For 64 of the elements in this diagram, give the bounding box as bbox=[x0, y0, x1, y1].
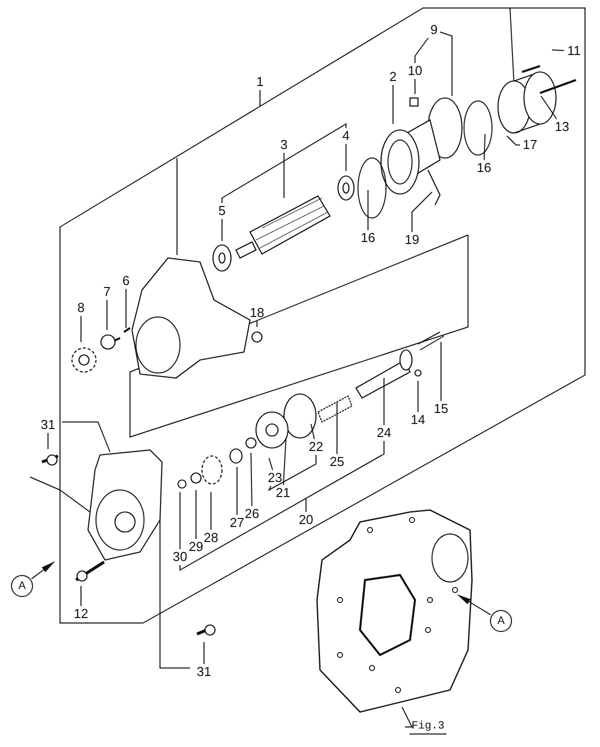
leader-line bbox=[402, 706, 413, 728]
leader-line bbox=[506, 136, 520, 146]
reference-mark: A bbox=[490, 610, 512, 632]
leader-line bbox=[250, 452, 252, 506]
callout-number: 18 bbox=[250, 306, 264, 320]
leader-line bbox=[412, 192, 432, 232]
callout-number: 7 bbox=[103, 285, 111, 299]
leader-line bbox=[336, 402, 338, 454]
leader-line bbox=[80, 586, 82, 606]
leader-line bbox=[256, 320, 258, 328]
leader-line bbox=[440, 342, 442, 402]
leader-line bbox=[268, 458, 274, 470]
pointer-arrow bbox=[457, 594, 492, 616]
callout-number: 25 bbox=[330, 455, 344, 469]
callout-number: 10 bbox=[408, 64, 422, 78]
leader-line bbox=[414, 38, 429, 64]
callout-number: 4 bbox=[342, 129, 350, 143]
callout-number: 8 bbox=[77, 301, 85, 315]
leader-line bbox=[440, 32, 452, 96]
leader-line bbox=[236, 466, 238, 516]
leader-line bbox=[222, 123, 346, 204]
leader-line bbox=[310, 424, 315, 440]
callout-number: 12 bbox=[74, 607, 88, 621]
callout-number: 2 bbox=[389, 70, 397, 84]
callout-number: 31 bbox=[40, 418, 56, 432]
leader-line bbox=[180, 440, 384, 571]
callout-number: 26 bbox=[244, 507, 260, 521]
callout-number: 21 bbox=[276, 486, 290, 500]
callout-number: 1 bbox=[256, 75, 264, 89]
callout-number: 30 bbox=[172, 550, 188, 564]
leader-line bbox=[210, 492, 212, 530]
callout-number: 19 bbox=[404, 233, 420, 247]
callout-number: 5 bbox=[218, 204, 226, 218]
callout-number: 16 bbox=[360, 231, 376, 245]
leader-line bbox=[80, 316, 82, 342]
figure-reference: Fig.3 bbox=[410, 720, 446, 734]
callout-number: 31 bbox=[196, 665, 212, 679]
callout-number: 17 bbox=[522, 138, 538, 152]
callout-number: 27 bbox=[230, 516, 244, 530]
pointer-arrow bbox=[31, 561, 55, 580]
leader-line bbox=[106, 300, 108, 330]
leader-line bbox=[484, 134, 486, 160]
callout-number: 20 bbox=[298, 513, 314, 527]
callout-number: 29 bbox=[188, 540, 204, 554]
callout-number: 28 bbox=[204, 531, 218, 545]
callout-number: 6 bbox=[122, 274, 130, 288]
callout-number: 23 bbox=[268, 471, 282, 485]
leader-line bbox=[392, 84, 394, 124]
leader-line bbox=[268, 454, 316, 492]
callout-number: 9 bbox=[430, 23, 438, 37]
callout-number: 11 bbox=[567, 44, 581, 58]
leader-line bbox=[552, 50, 564, 51]
leader-line bbox=[540, 96, 558, 120]
reference-mark: A bbox=[11, 575, 33, 597]
callout-number: 13 bbox=[554, 120, 570, 134]
leader-line bbox=[414, 78, 416, 94]
callout-number: 14 bbox=[410, 413, 426, 427]
callout-number: 22 bbox=[308, 440, 324, 454]
mounting-plate-drawing bbox=[316, 509, 473, 713]
leader-line bbox=[282, 438, 286, 486]
callout-number: 16 bbox=[476, 161, 492, 175]
callout-number: 15 bbox=[434, 402, 448, 416]
callout-number: 3 bbox=[280, 138, 288, 152]
callout-number: 24 bbox=[376, 426, 392, 440]
